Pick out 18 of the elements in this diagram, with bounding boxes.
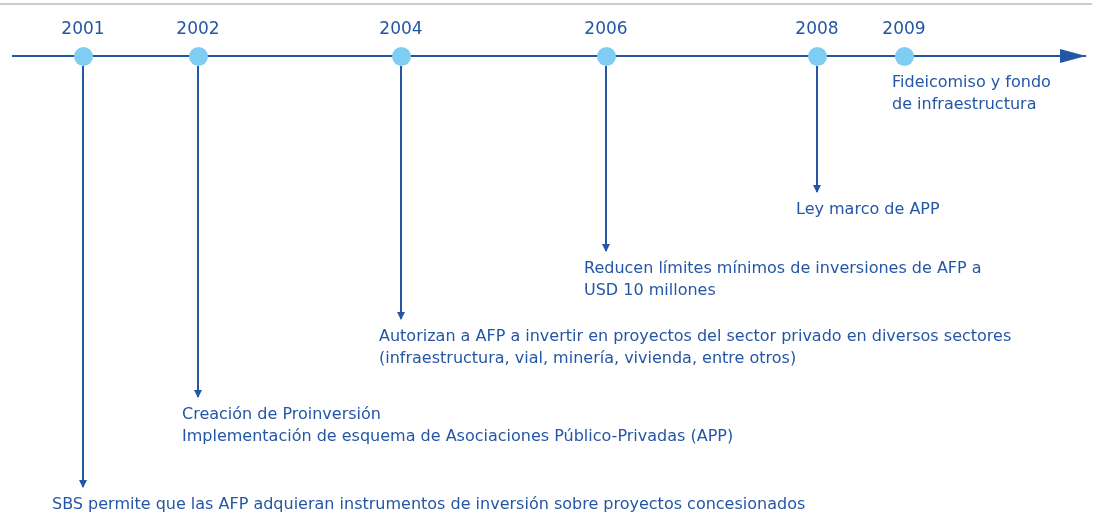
arrow [194,65,202,398]
year-label: 2001 [61,18,105,38]
event-text: Autorizan a AFP a invertir en proyectos del sector privado en diversos sectores (infraestructura, vial, minería, vivienda, entre otros) [379,325,1039,369]
arrow [79,65,87,488]
arrow [397,65,405,320]
year-label: 2009 [882,18,926,38]
event-text: Reducen límites mínimos de inversiones de AFP a USD 10 millones [584,257,984,301]
event-text: Implementación de esquema de Asociaciones Público-Privadas (APP) [182,425,734,447]
year-label: 2008 [795,18,839,38]
arrow [813,65,821,193]
event-text: SBS permite que las AFP adquieran instrumentos de inversión sobre proyectos concesionados [52,493,806,515]
event-text: Creación de Proinversión [182,403,382,425]
year-label: 2004 [379,18,423,38]
year-label: 2006 [584,18,628,38]
arrow [602,65,610,252]
event-text: Fideicomiso y fondo de infraestructura [892,71,1052,115]
year-label: 2002 [176,18,220,38]
event-text: Ley marco de APP [796,198,940,220]
